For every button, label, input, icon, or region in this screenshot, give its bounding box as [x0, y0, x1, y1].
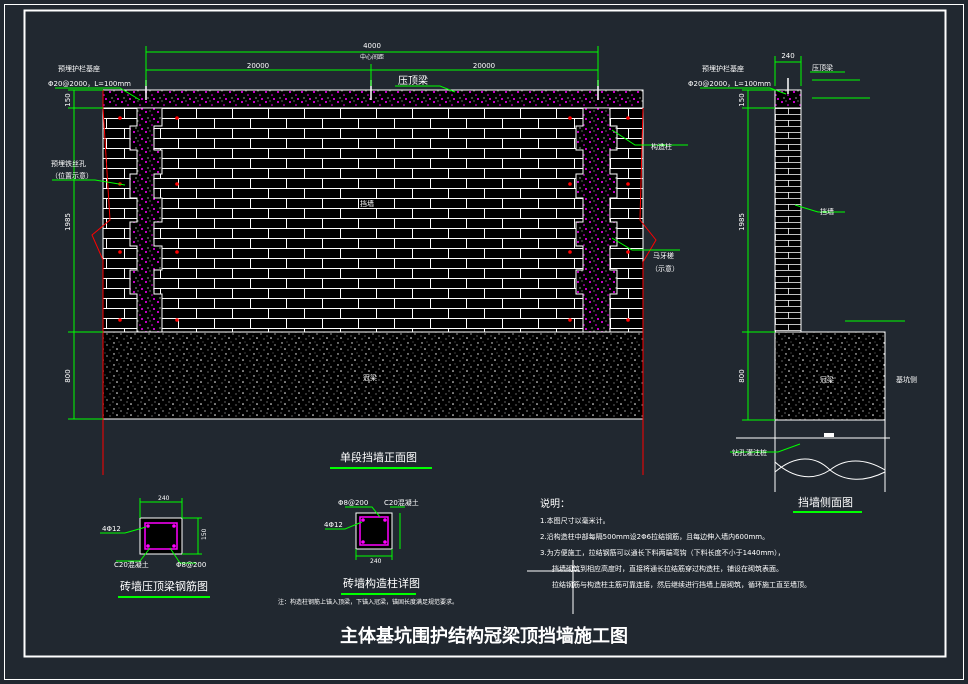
beam-dim-h: 150 — [201, 528, 208, 540]
front-leaders — [52, 85, 688, 251]
front-embed-spec: Φ20@2000，L=100mm — [48, 80, 131, 88]
right-column — [575, 107, 618, 333]
side-elevations — [812, 79, 905, 322]
note-line-5: 拉结钢筋与构造柱主筋可靠连接，然后继续进行挡墙上层砌筑，循环施工直至墙顶。 — [552, 580, 811, 589]
front-column: 构造柱 — [651, 142, 672, 151]
break-line-right — [639, 107, 657, 332]
front-wire-hole-2: （位置示意） — [51, 171, 93, 180]
dim-left: 20000 — [247, 62, 269, 70]
notes-block: 说明： 1.本图尺寸以毫米计。 2.沿构造柱中部每隔500mm设2Φ6拉结钢筋，… — [527, 497, 811, 614]
outer-frame — [4, 4, 964, 680]
beam-dim-w: 240 — [158, 495, 170, 502]
front-view: 4000 中心间距 20000 20000 150 1985 800 预埋护栏基… — [48, 42, 688, 475]
note-line-2: 2.沿构造柱中部每隔500mm设2Φ6拉结钢筋，且每边伸入墙内600mm。 — [540, 532, 769, 541]
column-bars — [361, 518, 387, 544]
break-line-left — [91, 90, 111, 419]
dim-wall: 1985 — [64, 213, 72, 231]
side-dim-width: 240 — [781, 52, 794, 60]
front-teeth-2: （示意） — [651, 264, 679, 273]
side-dim-wall: 1985 — [738, 213, 746, 231]
brick-wall-front — [102, 107, 644, 333]
dim-right: 20000 — [473, 62, 495, 70]
front-teeth-1: 马牙槎 — [653, 251, 674, 260]
side-wall: 挡墙 — [820, 207, 834, 216]
dim-top: 150 — [64, 93, 72, 106]
side-pile — [774, 420, 886, 492]
beam-dims — [100, 498, 202, 564]
front-caption: 单段挡墙正面图 — [340, 450, 417, 464]
crown-beam-side — [774, 331, 886, 421]
section-beam: 240 150 4Φ12 C20混凝土 Φ8@200 砖墙压顶梁钢筋图 — [100, 495, 210, 598]
inner-frame — [23, 9, 947, 658]
side-embed-spec: Φ20@2000，L=100mm — [688, 80, 771, 88]
beam-stirrup — [144, 522, 178, 550]
side-dim-base: 800 — [738, 369, 746, 382]
side-crown: 冠梁 — [820, 375, 834, 384]
side-pile-tag — [824, 433, 834, 437]
front-dim-left — [68, 89, 103, 420]
side-dim-top: 150 — [738, 93, 746, 106]
beam-section-box — [139, 517, 183, 555]
press-beam-front — [102, 89, 644, 109]
column-dims — [325, 506, 405, 560]
crown-beam-front — [102, 331, 644, 420]
section-column: 240 Φ8@200 C20混凝土 4Φ12 砖墙构造柱详图 注：构造柱钢筋上锚… — [278, 498, 458, 606]
wire-holes — [118, 116, 630, 322]
front-embed-base: 预埋护栏基座 — [58, 64, 100, 73]
column-rebar: 4Φ12 — [324, 521, 343, 529]
beam-concrete: C20混凝土 — [114, 560, 149, 569]
front-wire-hole-1: 预埋铁丝孔 — [51, 159, 86, 168]
front-wall: 挡墙 — [360, 199, 374, 208]
note-line-3: 3.为方便施工，拉结钢筋可以通长下料两端弯钩（下料长度不小于1440mm）， — [540, 548, 785, 557]
side-caption: 挡墙侧面图 — [798, 495, 853, 509]
side-press-beam: 压顶梁 — [812, 63, 833, 72]
beam-caption: 砖墙压顶梁钢筋图 — [120, 579, 208, 593]
side-leaders — [700, 71, 845, 453]
column-concrete: C20混凝土 — [384, 498, 419, 507]
note-line-4: 挡墙砌筑到相应高度时，直接将通长拉结筋穿过构造柱，铺设在砌筑表面。 — [552, 564, 783, 573]
front-dim-top — [145, 46, 599, 86]
beam-rebar: 4Φ12 — [102, 525, 121, 533]
column-dim-w: 240 — [370, 558, 382, 565]
dim-total: 4000 — [363, 42, 381, 50]
column-note: 注：构造柱钢筋上锚入顶梁，下锚入冠梁，锚固长度满足规范要求。 — [278, 598, 458, 606]
column-stirrup — [359, 516, 389, 546]
column-caption: 砖墙构造柱详图 — [343, 576, 420, 590]
side-dims — [742, 56, 802, 421]
front-crown: 冠梁 — [363, 373, 377, 382]
dim-total-sub: 中心间距 — [360, 53, 384, 61]
side-embed-base: 预埋护栏基座 — [702, 64, 744, 73]
note-line-1: 1.本图尺寸以毫米计。 — [540, 516, 610, 525]
drawing-title: 主体基坑围护结构冠梁顶挡墙施工图 — [340, 625, 628, 647]
side-pit: 基坑侧 — [896, 375, 917, 384]
column-stirrup-label: Φ8@200 — [338, 499, 368, 507]
side-view: 240 150 1985 800 预埋护栏基座 Φ20@2000，L=100mm… — [688, 52, 917, 513]
beam-stirrup-label: Φ8@200 — [176, 561, 206, 569]
notes-heading: 说明： — [540, 497, 570, 510]
brick-wall-side — [774, 107, 802, 333]
column-section-box — [355, 512, 393, 550]
front-press-beam: 压顶梁 — [398, 74, 428, 87]
left-column — [129, 107, 163, 333]
dim-base: 800 — [64, 369, 72, 382]
side-pile-label: 钻孔灌注桩 — [732, 448, 767, 457]
beam-bars — [146, 524, 176, 548]
